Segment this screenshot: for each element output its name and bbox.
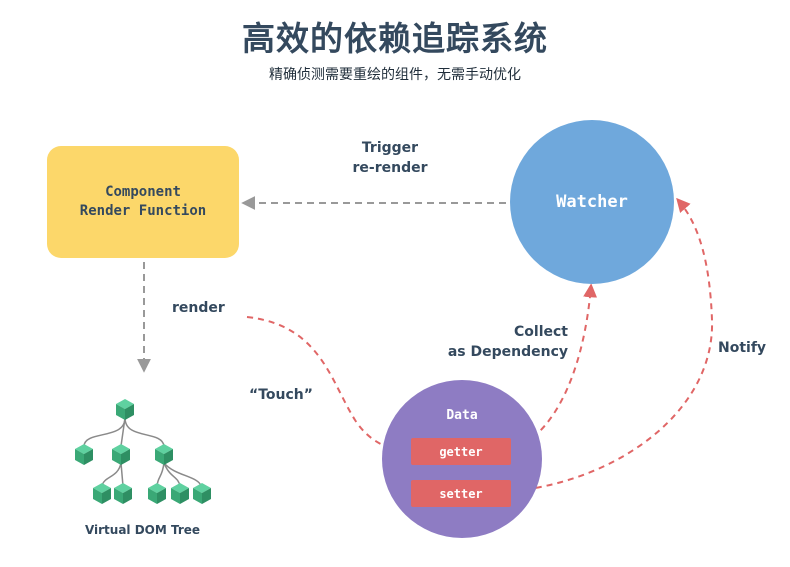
trigger-rerender-label: Trigger re-render [330,138,450,178]
tree-node [171,483,189,504]
component-label-line2: Render Function [79,203,207,219]
component-render-function-box: Component Render Function [47,146,239,258]
data-label: Data [446,408,478,423]
page-title: 高效的依赖追踪系统 [242,19,548,58]
collect-label-line2: as Dependency [447,344,568,360]
vdom-tree-lines [83,417,202,487]
tree-node [193,483,211,504]
trigger-label-line1: Trigger [361,140,419,156]
tree-node [75,444,93,465]
tree-node [148,483,166,504]
setter-pill: setter [411,480,511,507]
tree-node [116,399,134,420]
page-subtitle: 精确侦测需要重绘的组件，无需手动优化 [269,67,521,83]
tree-node [155,444,173,465]
trigger-label-line2: re-render [352,160,428,176]
tree-node [93,483,111,504]
component-label-line1: Component [105,184,181,200]
getter-pill: getter [411,438,511,465]
notify-label: Notify [718,340,767,356]
touch-label: “Touch” [249,387,313,403]
tree-node [112,444,130,465]
collect-label-line1: Collect [514,324,568,340]
tree-node [114,483,132,504]
render-label: render [172,300,225,316]
vdom-tree-nodes [75,399,211,504]
virtual-dom-tree-caption: Virtual DOM Tree [84,523,201,537]
collect-dependency-label: Collect as Dependency [440,322,568,362]
notify-arrow [513,197,714,492]
watcher-label: Watcher [556,192,628,212]
watcher-node: Watcher [510,120,674,284]
touch-arrow [246,316,410,458]
